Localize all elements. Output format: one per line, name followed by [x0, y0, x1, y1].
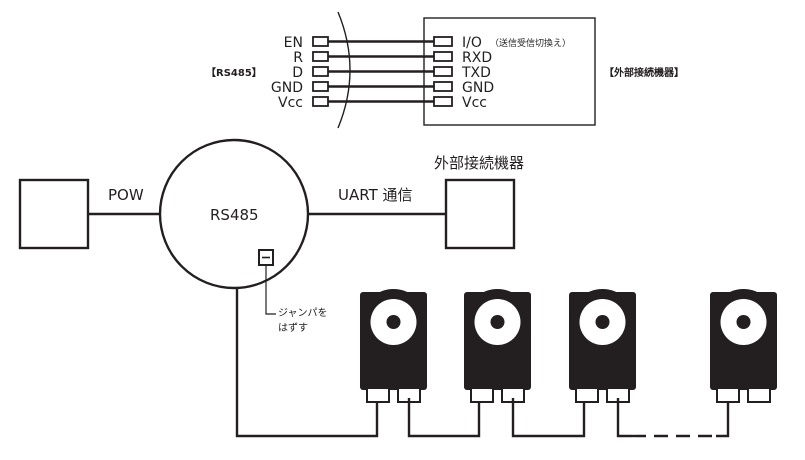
bus-device-1 [360, 289, 427, 403]
rs485-hub-label: RS485 [210, 206, 259, 224]
pin-box-left [312, 36, 329, 47]
cable-break-line [337, 11, 351, 129]
device-connector [470, 387, 494, 403]
connector-pin-diagram: EN R D GND Vcc I/O （送信受信切換え） RXD TXD GND… [206, 11, 684, 129]
pin-label-vcc-left: Vcc [278, 95, 303, 111]
pin-label-vcc-right: Vcc [462, 95, 487, 111]
power-box [18, 178, 90, 250]
pin-box-right [433, 81, 453, 92]
rs485-bracket-label: 【RS485】 [206, 66, 262, 79]
device-dial-center [736, 315, 751, 329]
pin-box-right [433, 96, 453, 107]
bus-device-3 [569, 289, 636, 403]
pin-label-en: EN [284, 35, 303, 51]
external-device-bracket-label: 【外部接続機器】 [604, 66, 684, 79]
device-dial-center [595, 315, 610, 329]
pin-box-left [312, 51, 329, 62]
bus-segment-3-out [616, 398, 632, 438]
device-dial-center [386, 315, 401, 329]
uart-label: UART 通信 [338, 186, 413, 204]
bus-device-2 [464, 289, 531, 403]
device-connector [366, 387, 390, 403]
pin-box-right [433, 36, 453, 47]
external-device-box-bottom [444, 178, 516, 250]
pow-label: POW [108, 186, 144, 204]
jumper-note-line1: ジャンパを [278, 307, 328, 319]
pin-label-txd: TXD [461, 65, 491, 81]
bus-segment-1-2 [407, 398, 481, 438]
pin-box-left [312, 96, 329, 107]
jumper-leader-line [265, 266, 276, 315]
bus-device-last [710, 289, 777, 403]
io-switch-note: （送信受信切換え） [490, 37, 571, 49]
device-connector [747, 387, 771, 403]
bus-line-hub [235, 288, 379, 438]
pin-box-right [433, 66, 453, 77]
pin-box-left [312, 66, 329, 77]
pin-label-rxd: RXD [462, 50, 492, 66]
bus-segment-last-in [716, 398, 730, 438]
external-device-label: 外部接続機器 [434, 154, 524, 172]
system-layout-diagram: POW RS485 ジャンパを はずす UART 通信 外部接続機器 [18, 138, 777, 438]
pin-label-gnd-right: GND [462, 80, 494, 96]
jumper-note-line2: はずす [278, 322, 308, 334]
pin-box-left [312, 81, 329, 92]
device-connector [716, 387, 740, 403]
pin-label-gnd-left: GND [271, 80, 303, 96]
pin-label-r: R [293, 50, 303, 66]
device-dial-center [490, 315, 505, 329]
pin-label-io: I/O [462, 35, 482, 51]
bus-segment-2-3 [511, 398, 586, 438]
device-connector [575, 387, 599, 403]
pin-label-d: D [292, 65, 303, 81]
pin-box-right [433, 51, 453, 62]
